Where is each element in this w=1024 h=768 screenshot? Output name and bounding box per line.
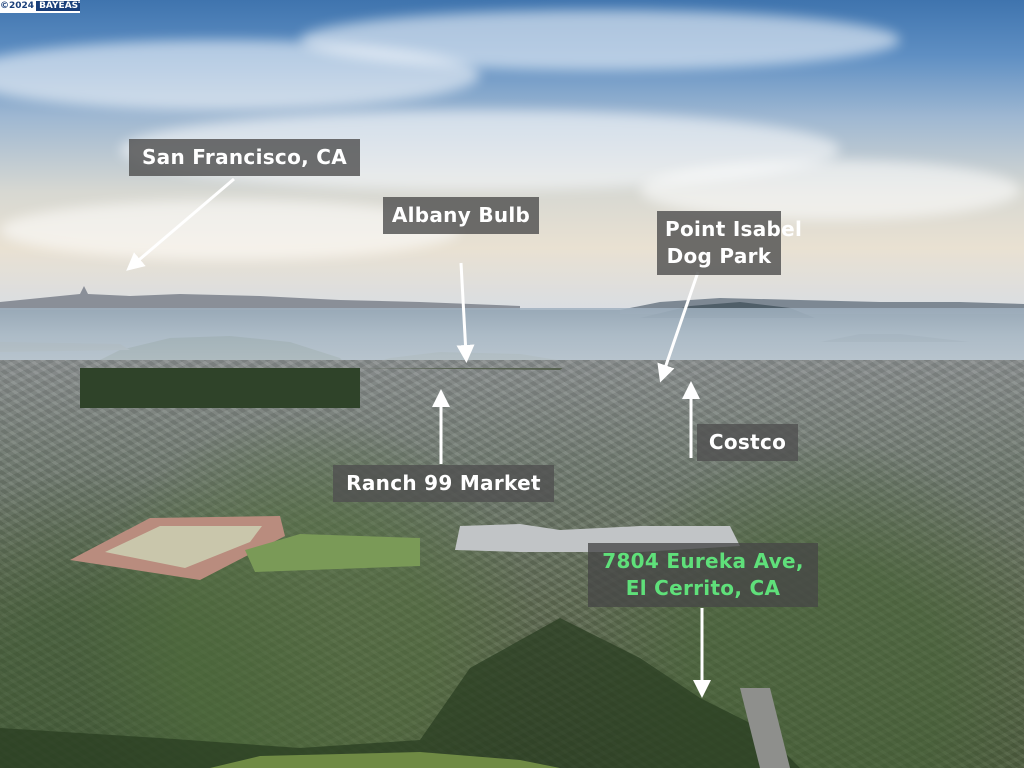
label-costco: Costco [697,424,798,461]
label-ranch99: Ranch 99 Market [333,465,554,502]
label-point-isabel: Point Isabel Dog Park [657,211,803,275]
label-address: 7804 Eureka Ave, El Cerrito, CA [588,543,818,607]
arrow-point-isabel [657,271,700,383]
albany-hill [80,368,360,408]
bay-water [0,308,1024,368]
street [740,688,790,768]
copyright-year: ©2024 [0,1,35,11]
label-text: Point Isabel [665,217,803,241]
arrow-albany-bulb [456,262,475,363]
label-text: San Francisco, CA [141,145,348,169]
label-text: El Cerrito, CA [625,576,781,600]
foreground [0,368,800,768]
label-albany-bulb: Albany Bulb [383,197,539,234]
brand-name: BAYEAST [36,1,80,11]
label-text: Costco [708,430,787,454]
label-text: Ranch 99 Market [346,471,541,495]
lawn [210,752,560,768]
cloud [300,10,900,70]
soccer-field [245,534,420,572]
trees [0,618,800,768]
label-san-francisco: San Francisco, CA [129,139,360,176]
distant-hills [0,286,520,310]
label-text: Dog Park [666,244,772,268]
arrow-san-francisco [126,177,235,271]
albany-bulb-land [350,368,563,370]
cloud [640,160,1020,220]
label-text: 7804 Eureka Ave, [602,549,804,573]
label-text: Albany Bulb [391,203,531,227]
athletic-field [105,526,262,568]
